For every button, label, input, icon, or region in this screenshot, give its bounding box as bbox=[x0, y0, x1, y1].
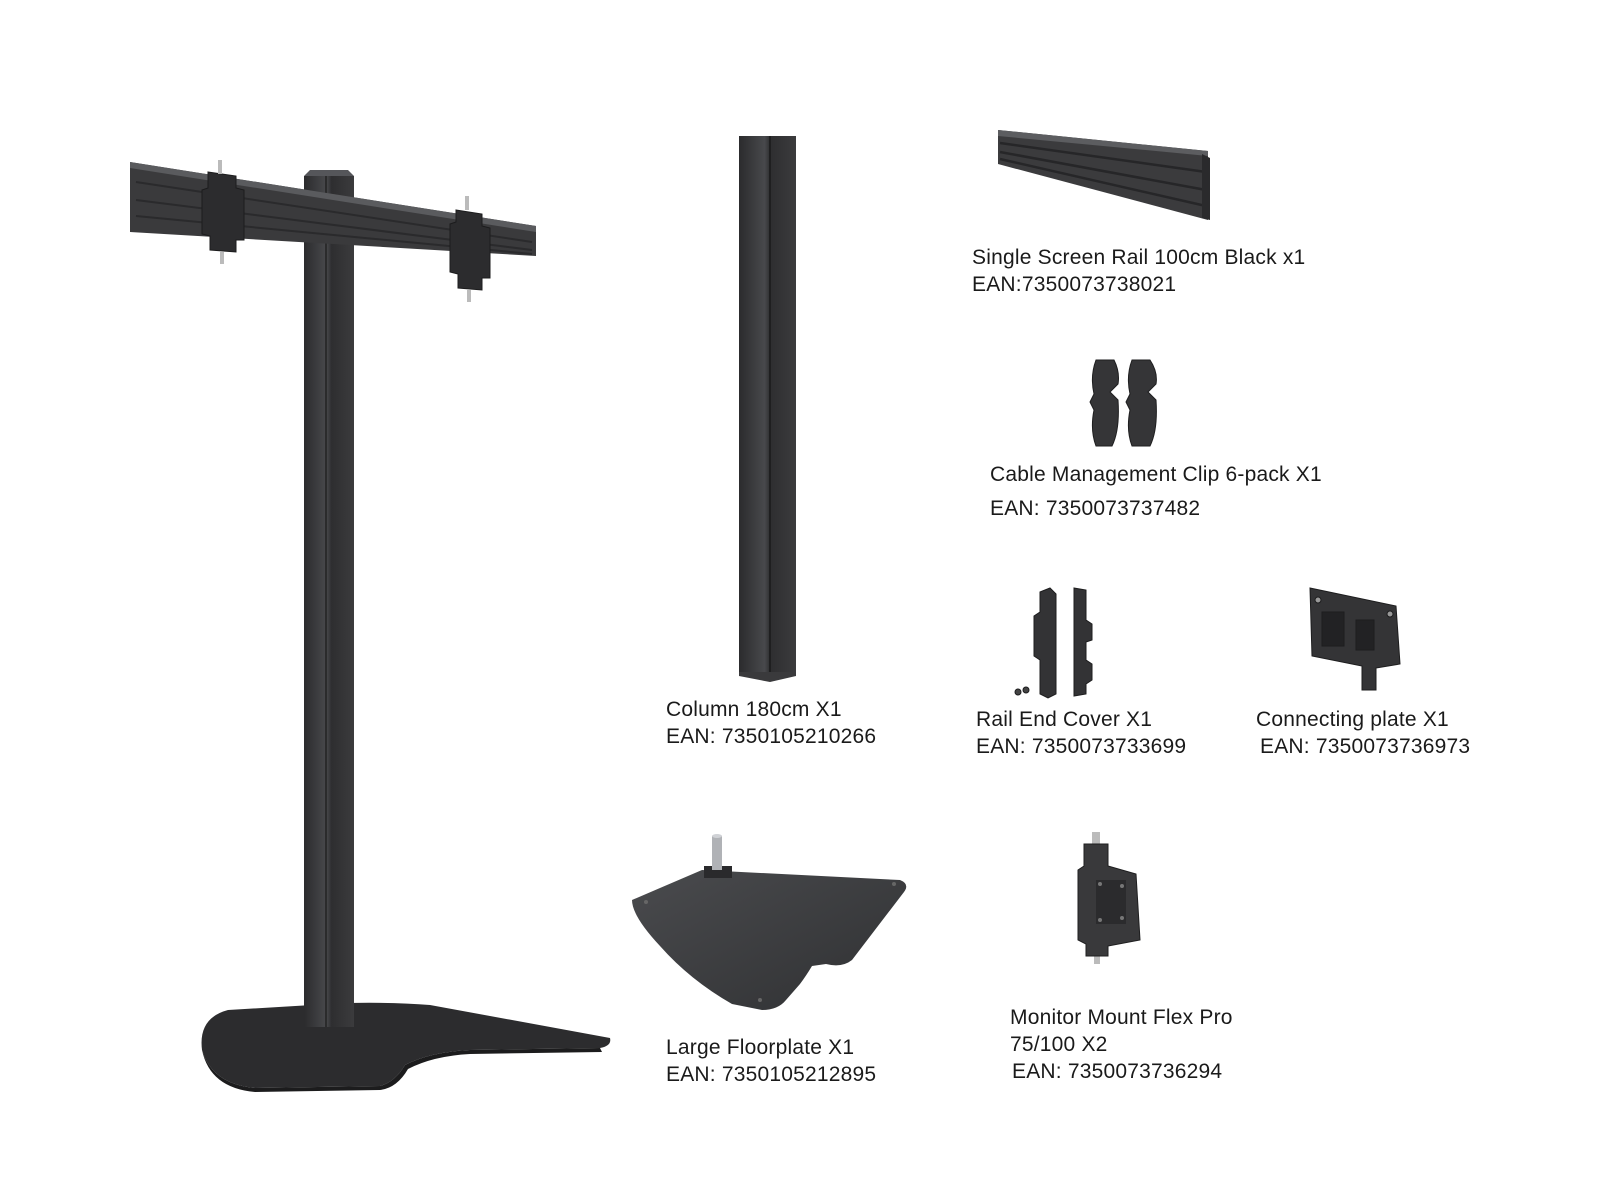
end-cover-name: Rail End Cover X1 bbox=[976, 708, 1153, 731]
column-label: Column 180cm X1 EAN: 7350105210266 bbox=[666, 696, 876, 750]
monitor-mount-icon bbox=[1077, 832, 1141, 964]
cable-clip-icon bbox=[1089, 359, 1157, 447]
column-name: Column 180cm X1 bbox=[666, 698, 842, 721]
end-cover-label: Rail End Cover X1 EAN: 7350073733699 bbox=[976, 706, 1186, 760]
mount-label: Monitor Mount Flex Pro 75/100 X2 EAN: 73… bbox=[1010, 1004, 1233, 1085]
connecting-plate-ean: EAN: 7350073736973 bbox=[1260, 735, 1471, 758]
floorplate-icon bbox=[632, 834, 907, 1010]
rail-icon bbox=[998, 130, 1210, 220]
clip-name: Cable Management Clip 6-pack X1 bbox=[990, 463, 1322, 486]
rail-ean: EAN:7350073738021 bbox=[972, 273, 1177, 296]
rail-label: Single Screen Rail 100cm Black x1 EAN:73… bbox=[972, 244, 1305, 298]
assembled-stand-icon bbox=[130, 160, 611, 1092]
connecting-plate-label: Connecting plate X1 EAN: 7350073736973 bbox=[1256, 706, 1470, 760]
floorplate-ean: EAN: 7350105212895 bbox=[666, 1063, 877, 1086]
mount-ean: EAN: 7350073736294 bbox=[1012, 1060, 1223, 1083]
rail-end-cover-icon bbox=[1014, 587, 1093, 699]
floorplate-label: Large Floorplate X1 EAN: 7350105212895 bbox=[666, 1034, 876, 1088]
end-cover-ean: EAN: 7350073733699 bbox=[976, 735, 1187, 758]
clip-ean: EAN: 7350073737482 bbox=[990, 497, 1201, 520]
clip-label: Cable Management Clip 6-pack X1 EAN: 735… bbox=[990, 458, 1322, 526]
rail-name: Single Screen Rail 100cm Black x1 bbox=[972, 246, 1306, 269]
connecting-plate-name: Connecting plate X1 bbox=[1256, 708, 1449, 731]
column-ean: EAN: 7350105210266 bbox=[666, 725, 877, 748]
floorplate-name: Large Floorplate X1 bbox=[666, 1036, 855, 1059]
column-icon bbox=[739, 136, 796, 682]
mount-name-line1: Monitor Mount Flex Pro bbox=[1010, 1006, 1233, 1029]
connecting-plate-icon bbox=[1309, 587, 1401, 691]
mount-name-line2: 75/100 X2 bbox=[1010, 1033, 1108, 1056]
